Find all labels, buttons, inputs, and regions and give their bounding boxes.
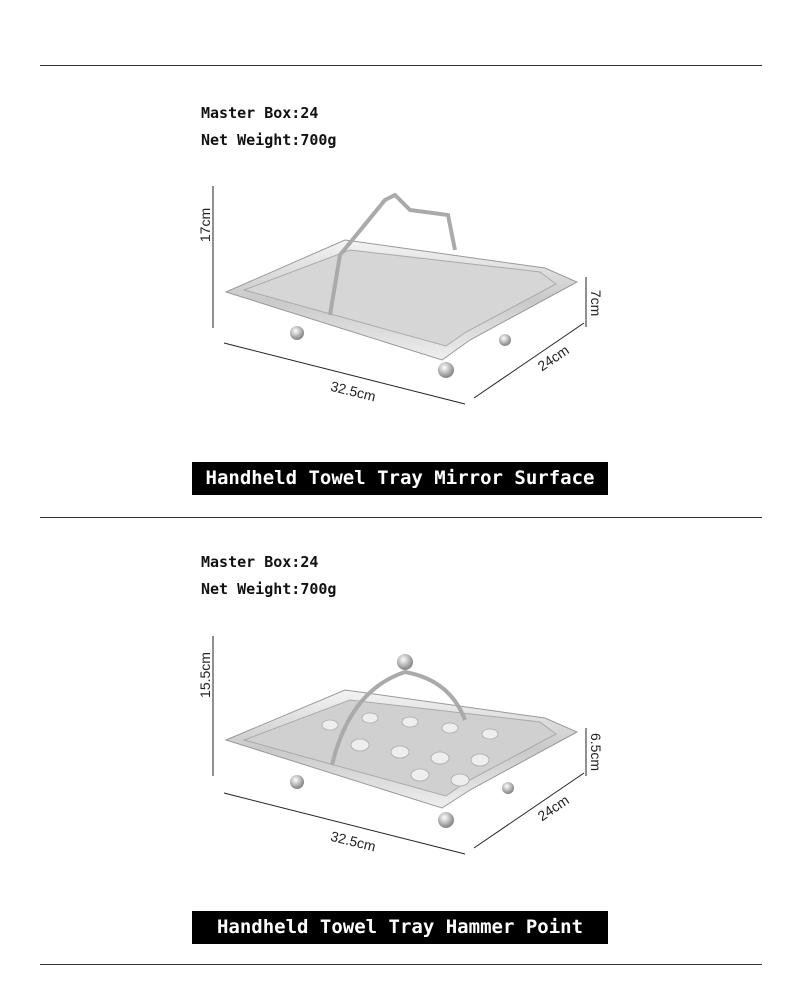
divider xyxy=(40,65,762,66)
product-2-title: Handheld Towel Tray Hammer Point xyxy=(192,911,608,944)
product-2-diagram: 15.5cm 32.5cm 24cm 6.5cm xyxy=(197,636,604,855)
tray-image xyxy=(224,192,579,378)
divider xyxy=(40,964,762,965)
length-label: 32.5cm xyxy=(329,378,377,405)
product-2-specs: Master Box:24 Net Weight:700g xyxy=(201,549,336,603)
master-box-text: Master Box:24 xyxy=(201,104,319,122)
tray-image xyxy=(224,654,579,828)
master-box-text: Master Box:24 xyxy=(201,553,319,571)
depth-label: 7cm xyxy=(588,290,604,316)
width-label: 24cm xyxy=(535,792,572,824)
product-1-diagram: 17cm 32.5cm 24cm 7cm xyxy=(197,186,604,405)
divider xyxy=(40,517,762,518)
product-1-specs: Master Box:24 Net Weight:700g xyxy=(201,100,336,154)
height-label: 17cm xyxy=(197,208,213,242)
height-label: 15.5cm xyxy=(197,652,213,698)
length-label: 32.5cm xyxy=(329,828,377,855)
depth-label: 6.5cm xyxy=(588,733,604,771)
net-weight-text: Net Weight:700g xyxy=(201,580,337,598)
product-1-title: Handheld Towel Tray Mirror Surface xyxy=(192,462,608,495)
width-label: 24cm xyxy=(535,342,572,374)
net-weight-text: Net Weight:700g xyxy=(201,131,337,149)
